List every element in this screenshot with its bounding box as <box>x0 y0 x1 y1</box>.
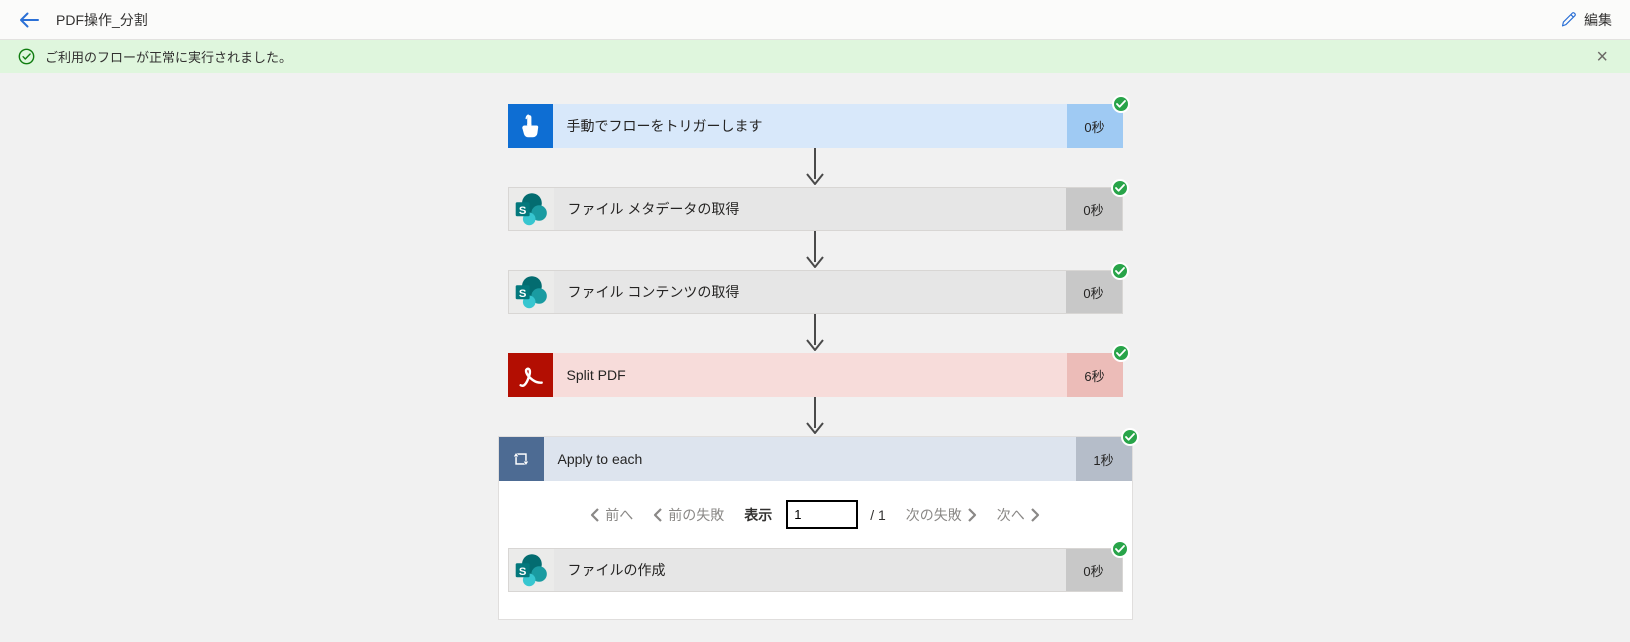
app-header: PDF操作_分割 編集 <box>0 0 1630 40</box>
node-duration: 0秒 <box>1065 549 1122 591</box>
display-label: 表示 <box>744 506 773 523</box>
flow-node-get-file-content[interactable]: S ファイル コンテンツの取得 0秒 <box>507 262 1129 314</box>
prev-label: 前へ <box>605 506 634 523</box>
svg-text:S: S <box>519 288 527 300</box>
node-label: Split PDF <box>566 367 626 383</box>
apply-to-each-scope: Apply to each 1秒 前へ 前の失敗 表 <box>497 428 1139 620</box>
node-duration: 6秒 <box>1066 353 1123 397</box>
connector-arrow <box>803 314 827 353</box>
flow-node-apply-to-each[interactable]: Apply to each 1秒 <box>498 428 1139 481</box>
svg-text:S: S <box>519 205 527 217</box>
chevron-left-icon <box>590 507 599 522</box>
success-badge-icon <box>1111 344 1130 362</box>
chevron-left-icon <box>653 507 662 522</box>
prev-iteration-button[interactable]: 前へ <box>590 505 633 525</box>
flow-node-create-file[interactable]: S ファイルの作成 0秒 <box>507 540 1129 592</box>
connector-arrow <box>803 397 827 436</box>
back-button[interactable] <box>18 11 40 29</box>
node-label: ファイルの作成 <box>567 562 666 578</box>
banner-message: ご利用のフローが正常に実行されました。 <box>45 50 293 65</box>
node-duration: 1秒 <box>1075 437 1132 481</box>
prev-failed-label: 前の失敗 <box>668 506 725 523</box>
back-arrow-icon <box>18 11 40 29</box>
chevron-right-icon <box>968 507 977 522</box>
touch-trigger-icon <box>507 104 553 148</box>
chevron-right-icon <box>1031 507 1040 522</box>
sharepoint-icon: S <box>508 549 554 591</box>
next-label: 次へ <box>996 506 1025 523</box>
success-badge-icon <box>1111 95 1130 113</box>
edit-label: 編集 <box>1584 11 1612 28</box>
sharepoint-icon: S <box>508 271 554 313</box>
success-badge-icon <box>1110 262 1129 280</box>
node-duration: 0秒 <box>1065 271 1122 313</box>
page-title: PDF操作_分割 <box>56 11 148 28</box>
prev-failed-button[interactable]: 前の失敗 <box>653 505 724 525</box>
success-badge-icon <box>1120 428 1139 446</box>
node-label: ファイル メタデータの取得 <box>567 201 740 217</box>
pencil-icon <box>1560 11 1577 28</box>
sharepoint-icon: S <box>508 188 554 230</box>
flow-run-canvas: 手動でフローをトリガーします 0秒 S ファイル メタデータの取得 0秒 <box>0 73 1630 642</box>
node-label: 手動でフローをトリガーします <box>566 118 763 134</box>
node-label: ファイル コンテンツの取得 <box>567 284 740 300</box>
flow-node-split-pdf[interactable]: Split PDF 6秒 <box>507 344 1130 397</box>
next-failed-label: 次の失敗 <box>905 506 962 523</box>
flow-node-manual-trigger[interactable]: 手動でフローをトリガーします 0秒 <box>507 95 1130 148</box>
connector-arrow <box>803 148 827 187</box>
edit-button[interactable]: 編集 <box>1560 10 1612 30</box>
banner-close-icon[interactable]: × <box>1592 47 1612 67</box>
node-duration: 0秒 <box>1066 104 1123 148</box>
connector-arrow <box>803 231 827 270</box>
svg-text:S: S <box>519 566 527 578</box>
success-badge-icon <box>1110 540 1129 558</box>
next-failed-button[interactable]: 次の失敗 <box>906 505 977 525</box>
adobe-pdf-icon <box>507 353 553 397</box>
loop-icon <box>498 437 544 481</box>
success-circle-icon <box>18 48 35 65</box>
page-total: / 1 <box>870 506 886 523</box>
run-status-banner: ご利用のフローが正常に実行されました。 × <box>0 40 1630 73</box>
node-duration: 0秒 <box>1065 188 1122 230</box>
next-iteration-button[interactable]: 次へ <box>997 505 1040 525</box>
node-label: Apply to each <box>557 451 643 467</box>
success-badge-icon <box>1110 179 1129 197</box>
flow-node-get-file-metadata[interactable]: S ファイル メタデータの取得 0秒 <box>507 179 1129 231</box>
iteration-pager: 前へ 前の失敗 表示 / 1 次の失敗 次へ <box>590 481 1040 548</box>
page-number-input[interactable] <box>786 500 859 529</box>
